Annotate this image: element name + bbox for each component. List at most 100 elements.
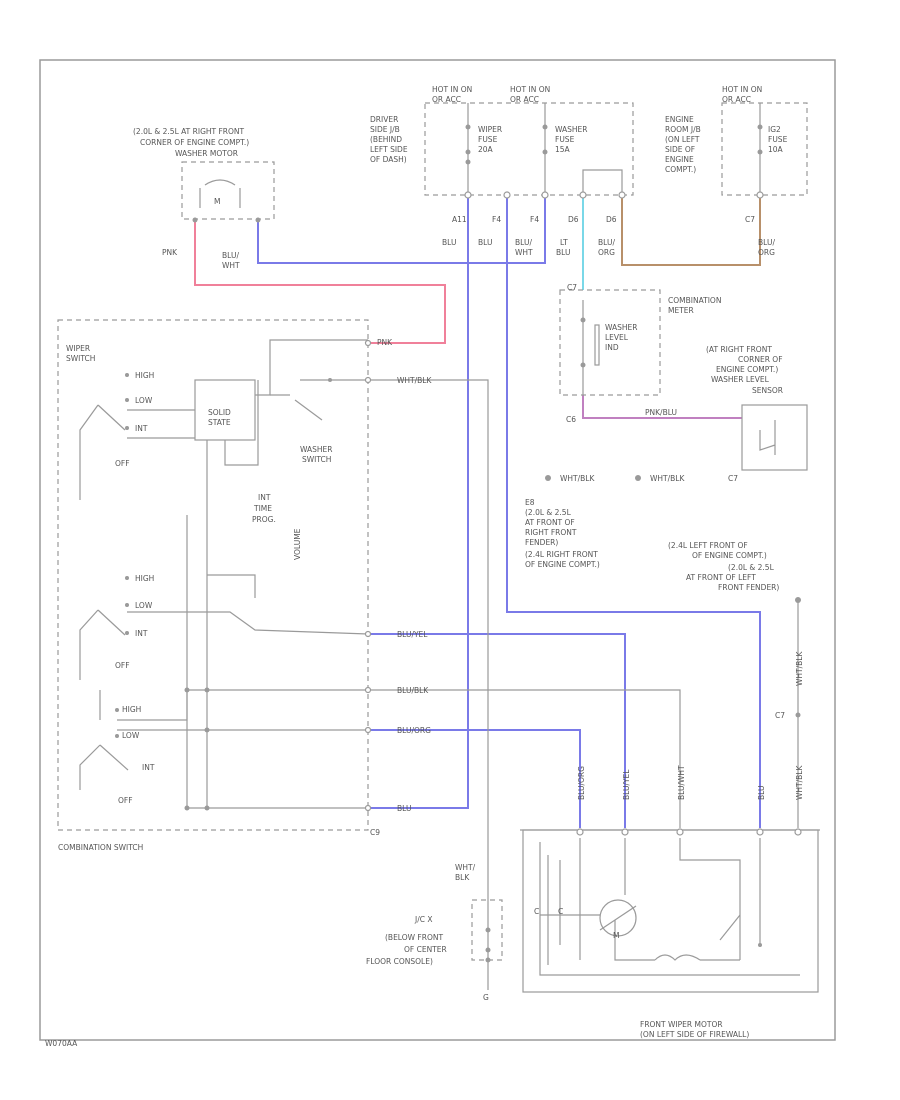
svg-text:COMBINATION SWITCH: COMBINATION SWITCH xyxy=(58,843,143,852)
svg-text:BLU: BLU xyxy=(397,804,411,813)
wire-pnk-blu xyxy=(582,395,742,419)
svg-text:BLU: BLU xyxy=(757,786,766,800)
svg-text:WHT/: WHT/ xyxy=(455,863,476,872)
svg-text:ENGINE: ENGINE xyxy=(665,115,694,124)
svg-text:WASHER LEVEL: WASHER LEVEL xyxy=(711,375,770,384)
svg-text:LEVEL: LEVEL xyxy=(605,333,629,342)
svg-text:(2.4L LEFT FRONT OF: (2.4L LEFT FRONT OF xyxy=(668,541,748,550)
svg-text:METER: METER xyxy=(668,306,694,315)
svg-text:LOW: LOW xyxy=(122,731,140,740)
svg-text:(ON LEFT SIDE OF FIREWALL): (ON LEFT SIDE OF FIREWALL) xyxy=(640,1030,749,1039)
colored-wires xyxy=(194,195,761,828)
svg-text:CORNER OF: CORNER OF xyxy=(738,355,783,364)
svg-text:OF DASH): OF DASH) xyxy=(370,155,407,164)
svg-text:COMBINATION: COMBINATION xyxy=(668,296,721,305)
washer-level-sensor: (AT RIGHT FRONT CORNER OF ENGINE COMPT.)… xyxy=(706,345,808,471)
svg-text:C7: C7 xyxy=(728,474,738,483)
svg-text:C7: C7 xyxy=(567,283,577,292)
engine-room-jb: HOT IN ON OR ACC ENGINE ROOM J/B (ON LEF… xyxy=(665,85,808,257)
svg-text:FUSE: FUSE xyxy=(768,135,788,144)
svg-text:STATE: STATE xyxy=(208,418,231,427)
svg-text:FRONT FENDER): FRONT FENDER) xyxy=(718,583,779,592)
svg-text:ORG: ORG xyxy=(758,248,775,257)
junction-connector-x: WHT/ BLK J/C X (BELOW FRONT OF CENTER FL… xyxy=(366,863,503,1002)
svg-text:(BEHIND: (BEHIND xyxy=(370,135,402,144)
svg-text:M: M xyxy=(214,197,220,206)
svg-text:INT: INT xyxy=(135,424,148,433)
svg-text:BLU/: BLU/ xyxy=(515,238,532,247)
svg-text:(2.4L RIGHT FRONT: (2.4L RIGHT FRONT xyxy=(525,550,598,559)
svg-text:INT: INT xyxy=(142,763,155,772)
svg-text:(ON LEFT: (ON LEFT xyxy=(665,135,700,144)
svg-text:WASHER: WASHER xyxy=(300,445,333,454)
svg-text:C: C xyxy=(534,907,539,916)
svg-text:WHT: WHT xyxy=(515,248,533,257)
svg-text:(AT RIGHT FRONT: (AT RIGHT FRONT xyxy=(706,345,772,354)
svg-text:WHT/BLK: WHT/BLK xyxy=(397,376,432,385)
svg-text:BLU/WHT: BLU/WHT xyxy=(677,765,686,800)
wire-blu-to-motor xyxy=(506,195,761,828)
svg-text:ENGINE COMPT.): ENGINE COMPT.) xyxy=(716,365,778,374)
svg-text:OF ENGINE COMPT.): OF ENGINE COMPT.) xyxy=(525,560,600,569)
svg-text:COMPT.): COMPT.) xyxy=(665,165,696,174)
svg-text:PNK/BLU: PNK/BLU xyxy=(645,408,677,417)
svg-text:OFF: OFF xyxy=(118,796,133,805)
svg-text:PROG.: PROG. xyxy=(252,515,276,524)
svg-text:20A: 20A xyxy=(478,145,494,154)
svg-text:RIGHT FRONT: RIGHT FRONT xyxy=(525,528,577,537)
svg-text:J/C X: J/C X xyxy=(414,915,433,924)
svg-text:LOW: LOW xyxy=(135,601,153,610)
svg-text:PNK: PNK xyxy=(377,338,393,347)
svg-text:CORNER OF ENGINE COMPT.): CORNER OF ENGINE COMPT.) xyxy=(140,138,249,147)
svg-text:OFF: OFF xyxy=(115,661,130,670)
svg-text:IND: IND xyxy=(605,343,619,352)
svg-text:LOW: LOW xyxy=(135,396,153,405)
wire-blu-yel xyxy=(368,633,626,828)
svg-text:TIME: TIME xyxy=(253,504,272,513)
svg-text:WHT: WHT xyxy=(222,261,240,270)
svg-text:BLU/: BLU/ xyxy=(598,238,615,247)
svg-text:C6: C6 xyxy=(566,415,576,424)
svg-text:BLU/ORG: BLU/ORG xyxy=(397,726,431,735)
svg-text:ROOM J/B: ROOM J/B xyxy=(665,125,701,134)
svg-text:HIGH: HIGH xyxy=(135,371,154,380)
svg-text:LEFT SIDE: LEFT SIDE xyxy=(370,145,408,154)
svg-text:INT: INT xyxy=(258,493,271,502)
svg-text:BLU/: BLU/ xyxy=(758,238,775,247)
svg-text:WASHER: WASHER xyxy=(555,125,588,134)
svg-text:WASHER: WASHER xyxy=(605,323,638,332)
svg-text:D6: D6 xyxy=(568,215,579,224)
svg-text:OFF: OFF xyxy=(115,459,130,468)
svg-text:C7: C7 xyxy=(745,215,755,224)
svg-text:OF ENGINE COMPT.): OF ENGINE COMPT.) xyxy=(692,551,767,560)
svg-text:DRIVER: DRIVER xyxy=(370,115,398,124)
svg-text:BLK: BLK xyxy=(455,873,470,882)
svg-text:C: C xyxy=(558,907,563,916)
svg-text:WHT/BLK: WHT/BLK xyxy=(650,474,685,483)
svg-text:AT FRONT OF LEFT: AT FRONT OF LEFT xyxy=(686,573,756,582)
svg-text:FUSE: FUSE xyxy=(555,135,575,144)
svg-text:HIGH: HIGH xyxy=(122,705,141,714)
svg-text:OF CENTER: OF CENTER xyxy=(404,945,447,954)
svg-text:OR ACC: OR ACC xyxy=(510,95,539,104)
washer-motor: (2.0L & 2.5L AT RIGHT FRONT CORNER OF EN… xyxy=(133,127,275,270)
svg-text:WHT/BLK: WHT/BLK xyxy=(795,651,804,686)
svg-text:WIPER: WIPER xyxy=(478,125,502,134)
svg-text:F4: F4 xyxy=(530,215,539,224)
svg-text:G: G xyxy=(483,993,489,1002)
combination-switch: WIPER SWITCH HIGH LOW INT OFF SOLID STAT… xyxy=(57,319,432,852)
svg-text:HOT IN ON: HOT IN ON xyxy=(510,85,550,94)
ground-left-front: (2.4L LEFT FRONT OF OF ENGINE COMPT.) (2… xyxy=(668,541,804,800)
svg-text:15A: 15A xyxy=(555,145,571,154)
svg-text:LT: LT xyxy=(560,238,568,247)
svg-text:HOT IN ON: HOT IN ON xyxy=(432,85,472,94)
svg-text:WHT/BLK: WHT/BLK xyxy=(795,765,804,800)
combination-meter: C7 COMBINATION METER WASHER LEVEL IND C6… xyxy=(559,283,721,424)
svg-text:(2.0L & 2.5L: (2.0L & 2.5L xyxy=(728,563,775,572)
wire-blu-org xyxy=(368,729,581,828)
svg-text:SWITCH: SWITCH xyxy=(302,455,331,464)
svg-text:IG2: IG2 xyxy=(768,125,781,134)
svg-text:FENDER): FENDER) xyxy=(525,538,558,547)
wire-blu-org-ig xyxy=(621,195,761,266)
svg-text:(BELOW FRONT: (BELOW FRONT xyxy=(385,933,443,942)
